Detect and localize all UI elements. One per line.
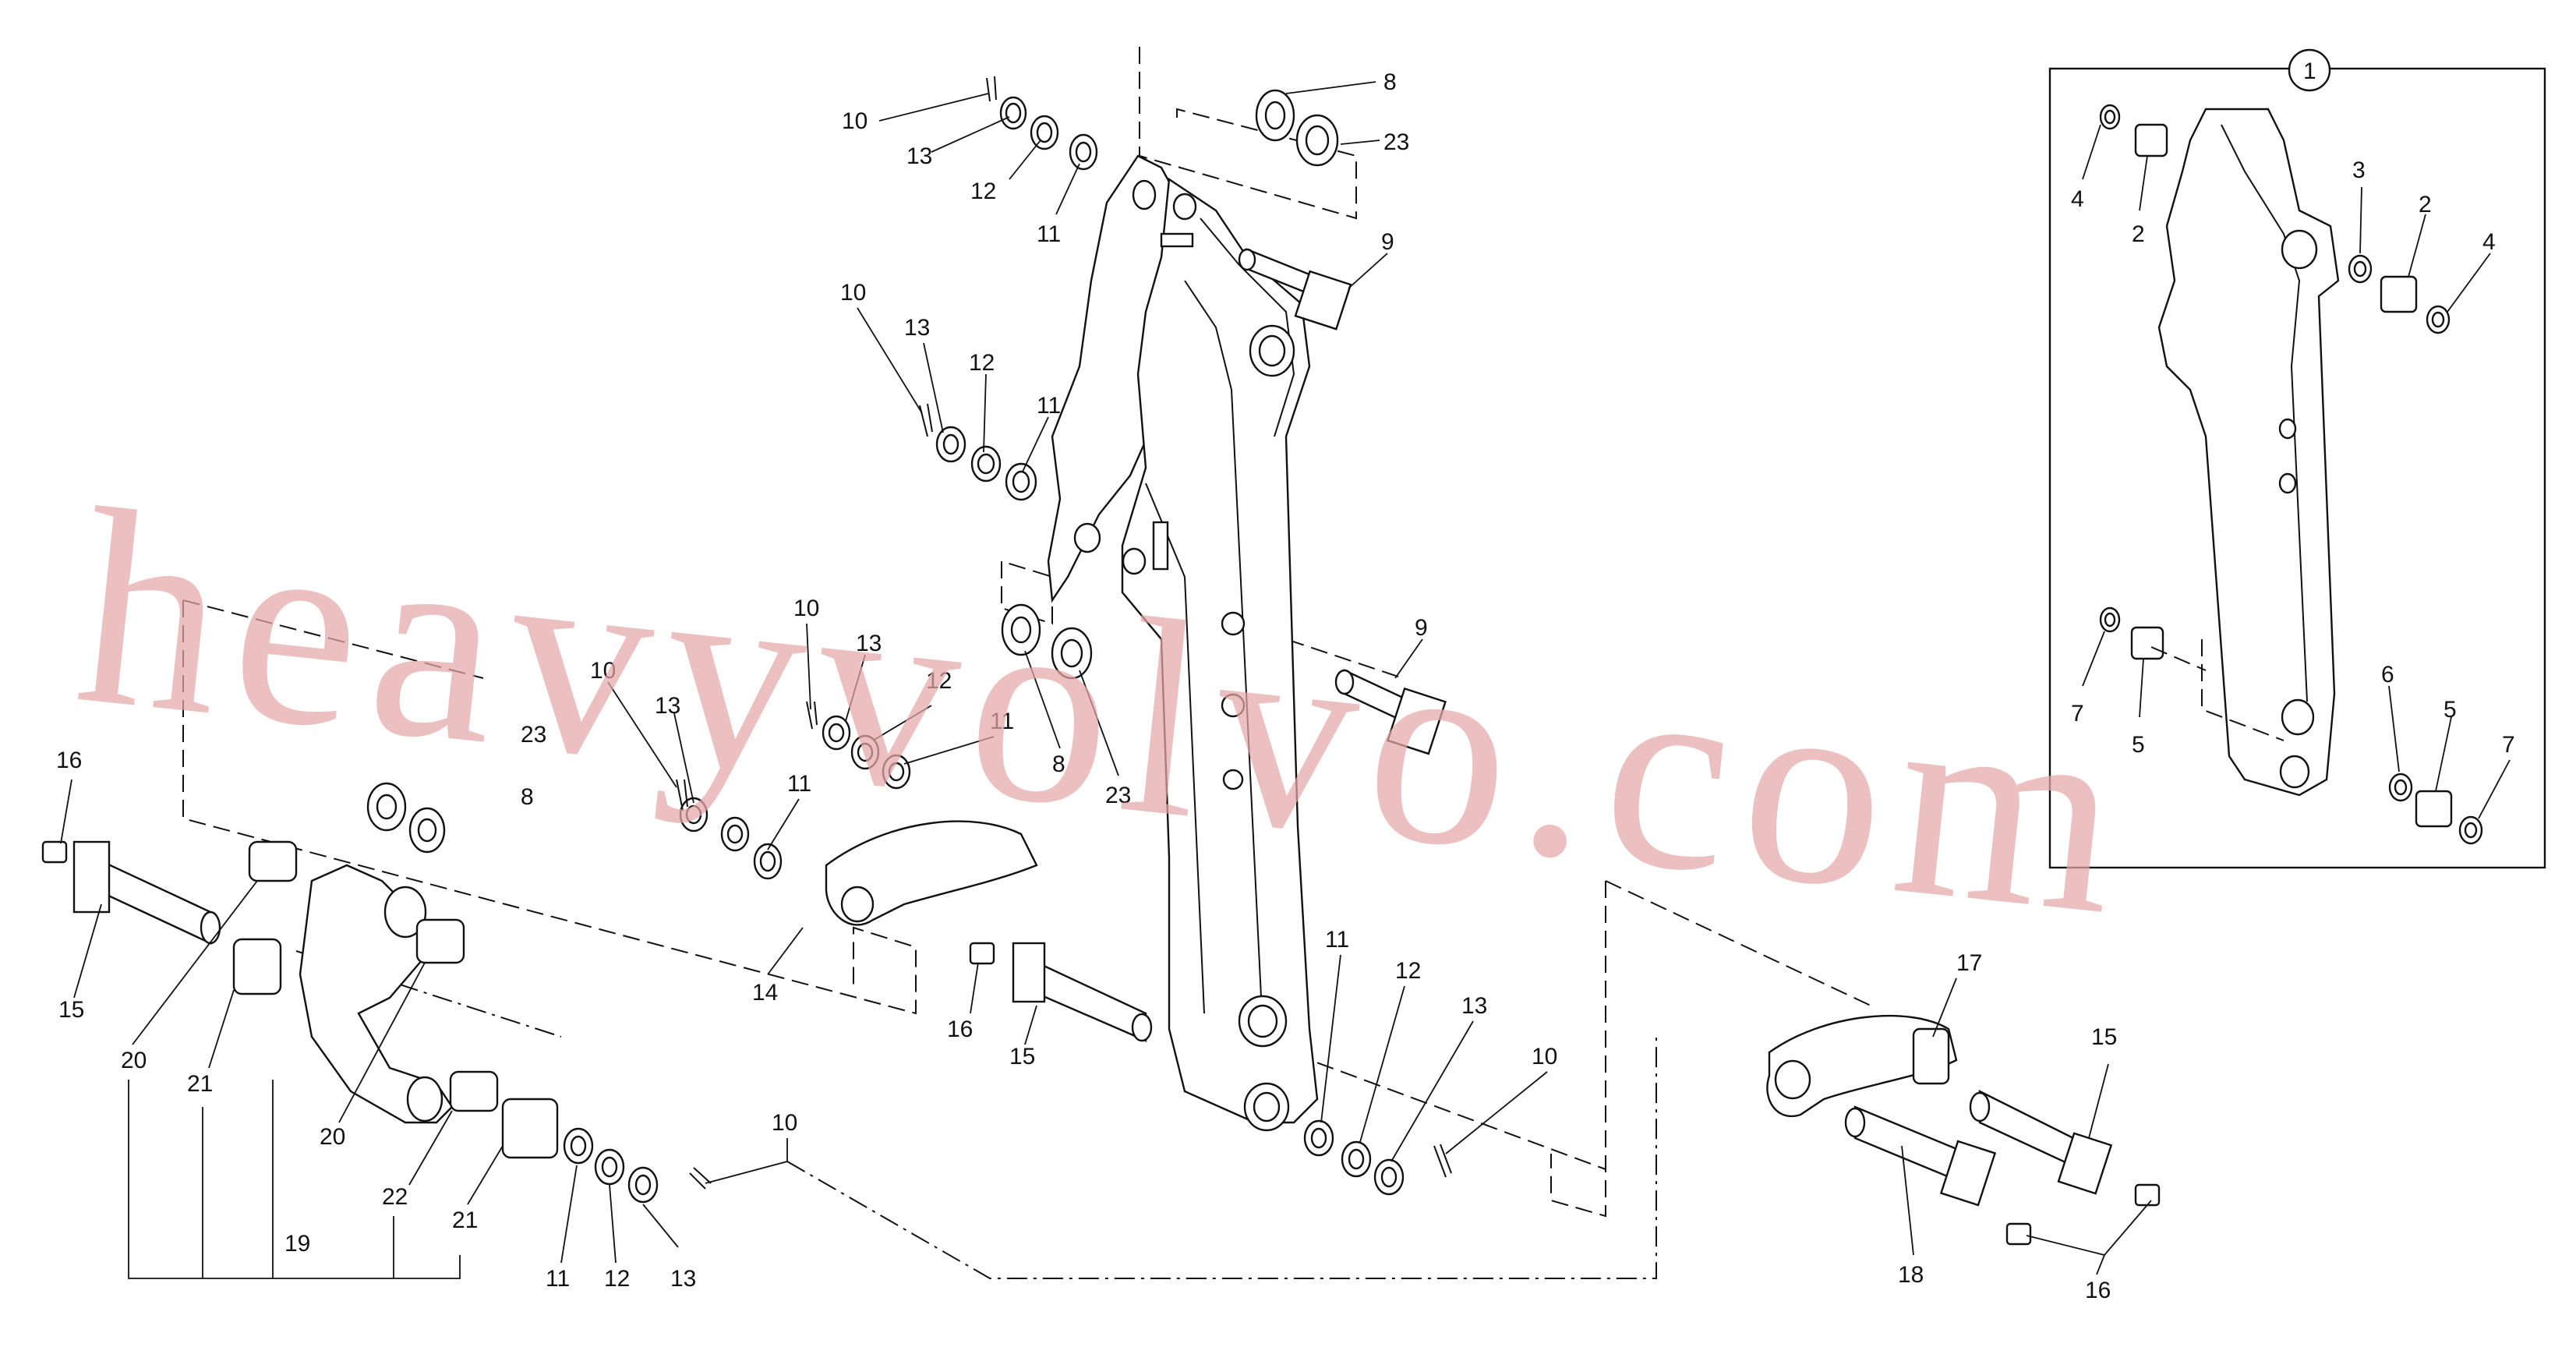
- label-17: 17: [1956, 950, 1982, 976]
- label-12e: 12: [604, 1266, 630, 1292]
- label-15a: 15: [58, 997, 84, 1023]
- links-and-plates: [299, 820, 1958, 1124]
- label-20a: 20: [121, 1048, 147, 1073]
- label-8a: 8: [1383, 69, 1397, 95]
- label-23a: 23: [1383, 129, 1409, 155]
- label-11a: 11: [1037, 221, 1061, 247]
- inset-detail-panel: [2048, 48, 2546, 869]
- label-16c: 16: [2085, 1278, 2111, 1303]
- label-23b: 23: [1105, 783, 1131, 808]
- inset-label-6: 6: [2381, 662, 2394, 688]
- label-19: 19: [284, 1231, 310, 1257]
- label-10e: 10: [772, 1110, 797, 1136]
- part-number-labels: 10 13 12 11 8 23 9 10 13 12 11 9 8 23 10…: [56, 58, 2515, 1303]
- inset-label-7a: 7: [2071, 701, 2084, 727]
- label-12f: 12: [1395, 958, 1421, 984]
- label-11e: 11: [546, 1266, 570, 1292]
- label-15b: 15: [1009, 1044, 1035, 1069]
- label-10b: 10: [840, 280, 866, 306]
- label-20b: 20: [320, 1124, 345, 1150]
- inset-label-4b: 4: [2482, 229, 2496, 255]
- label-12b: 12: [969, 350, 995, 376]
- inset-badge-number: 1: [2303, 58, 2316, 84]
- label-22: 22: [382, 1184, 408, 1210]
- label-9a: 9: [1381, 229, 1394, 255]
- label-18: 18: [1898, 1262, 1924, 1288]
- label-12c: 12: [926, 668, 952, 694]
- inset-label-3: 3: [2352, 157, 2366, 183]
- label-16b: 16: [947, 1016, 973, 1042]
- label-13a: 13: [906, 143, 932, 169]
- label-13b: 13: [904, 315, 930, 341]
- label-10f: 10: [1532, 1044, 1557, 1069]
- label-23c: 23: [521, 722, 546, 748]
- grease-fittings: [41, 840, 2161, 1246]
- label-10c: 10: [793, 596, 819, 621]
- label-16a: 16: [56, 748, 82, 773]
- inset-label-5a: 5: [2132, 732, 2145, 758]
- washers-and-spacers: [366, 89, 1405, 1204]
- label-13d: 13: [655, 693, 680, 719]
- inset-label-2b: 2: [2419, 192, 2432, 217]
- label-11b: 11: [1037, 393, 1061, 419]
- bushings: [232, 840, 559, 1159]
- label-13f: 13: [1461, 993, 1487, 1019]
- label-10a: 10: [842, 108, 868, 134]
- label-13c: 13: [856, 631, 882, 656]
- inset-label-2a: 2: [2132, 221, 2145, 247]
- cotter-pins: [676, 76, 1452, 1190]
- label-21b: 21: [452, 1207, 478, 1233]
- pins: [72, 248, 2113, 1207]
- label-11d: 11: [787, 771, 811, 797]
- inset-label-4a: 4: [2071, 186, 2084, 212]
- label-9b: 9: [1415, 615, 1428, 641]
- inset-label-5b: 5: [2443, 697, 2457, 723]
- boom-arm: [1047, 154, 1319, 1132]
- label-10d: 10: [590, 658, 616, 684]
- label-8c: 8: [521, 784, 534, 810]
- inset-label-7b: 7: [2502, 732, 2515, 758]
- label-13e: 13: [670, 1266, 696, 1292]
- label-8b: 8: [1052, 751, 1065, 777]
- label-11f: 11: [1325, 927, 1349, 953]
- label-15c: 15: [2091, 1024, 2117, 1050]
- label-14: 14: [752, 980, 778, 1006]
- label-11c: 11: [990, 709, 1014, 734]
- leader-lines: [60, 81, 2511, 1279]
- label-21a: 21: [187, 1071, 213, 1097]
- label-12a: 12: [970, 179, 996, 204]
